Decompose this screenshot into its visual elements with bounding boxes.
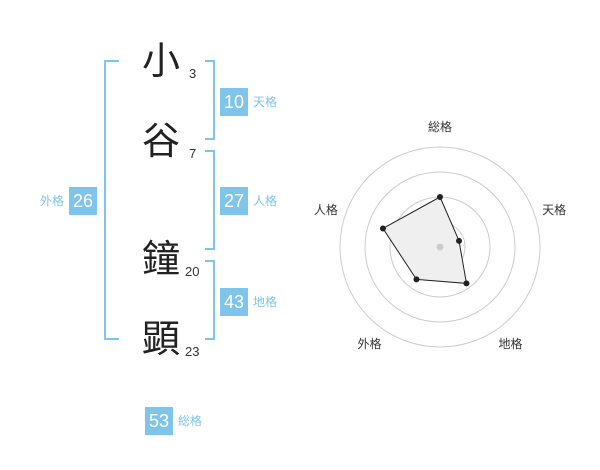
stroke-count-2: 7 [189,146,197,161]
radar-point-3 [463,280,470,287]
name-char-4: 顕 [141,317,180,361]
stroke-count-3: 20 [185,264,200,279]
radar-area [382,196,468,284]
radar-axis-label-3: 地格 [499,336,523,351]
tenkaku-bracket [205,60,215,140]
soukaku-value: 53 [145,407,173,435]
stroke-count-4: 23 [185,344,200,359]
name-char-1: 小 [141,39,180,83]
radar-point-2 [456,237,463,244]
jinkaku-score: 27 人格 [220,187,277,215]
gaikaku-score: 26 外格 [40,187,98,215]
radar-point-1 [437,194,443,200]
name-char-3: 鐘 [141,237,180,281]
radar-center-dot [436,243,444,251]
tenkaku-value: 10 [220,88,248,116]
chikaku-label: 地格 [253,295,278,309]
chikaku-bracket [205,260,215,340]
tenkaku-label: 天格 [253,95,278,109]
chikaku-score: 43 地格 [220,288,277,316]
radar-point-4 [413,276,420,283]
radar-axis-label-1: 総格 [428,119,452,134]
radar-axis-label-5: 人格 [314,202,338,217]
soukaku-score: 53 総格 [145,407,202,435]
radar-ring-3 [364,171,516,323]
chikaku-value: 43 [220,288,248,316]
gaikaku-bracket [104,60,119,340]
radar-axis-label-4: 外格 [357,336,381,351]
name-char-2: 谷 [141,119,180,163]
radar-point-5 [379,225,386,232]
stroke-count-1: 3 [189,66,197,81]
radar-ring-4 [339,146,541,348]
jinkaku-value: 27 [220,187,248,215]
gaikaku-value: 26 [69,187,98,215]
radar-axis-label-2: 天格 [542,202,566,217]
jinkaku-label: 人格 [253,194,278,208]
gaikaku-label: 外格 [40,194,65,208]
jinkaku-bracket [205,150,215,250]
tenkaku-score: 10 天格 [220,88,277,116]
soukaku-label: 総格 [178,414,203,428]
